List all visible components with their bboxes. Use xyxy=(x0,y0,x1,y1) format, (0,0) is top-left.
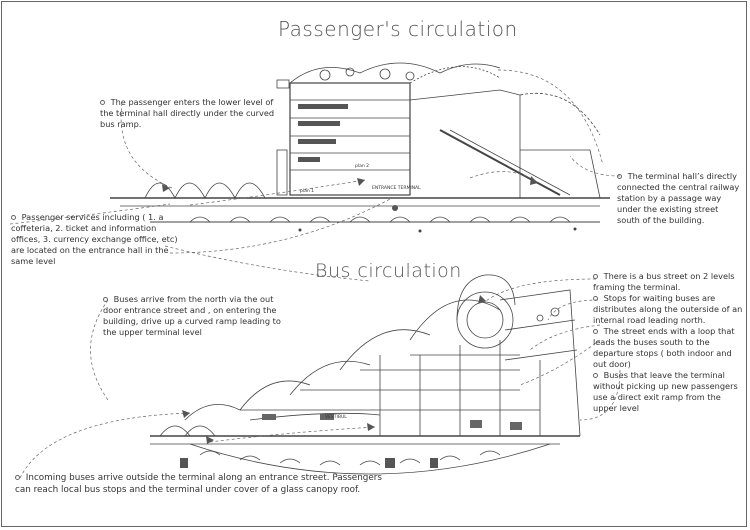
note-leave: Buses that leave the terminal without pi… xyxy=(593,370,743,414)
bullet-icon xyxy=(593,274,598,279)
passenger-section-drawing xyxy=(110,62,610,233)
note-buses-north-text: Buses arrive from the north via the out … xyxy=(103,294,281,337)
note-services-text: Passenger services including ( 1. a coff… xyxy=(11,212,178,266)
label-vestibul: VESTIBUL xyxy=(325,414,347,420)
note-lower-level: The passenger enters the lower level of … xyxy=(100,97,275,130)
note-bus-street: There is a bus street on 2 levels framin… xyxy=(593,271,743,293)
label-entrance-terminal: ENTRANCE TERMINAL xyxy=(372,185,421,191)
bullet-icon xyxy=(593,329,598,334)
bullet-icon xyxy=(11,215,16,220)
bullet-icon xyxy=(103,297,108,302)
leader-lines xyxy=(9,69,621,479)
note-lower-level-text: The passenger enters the lower level of … xyxy=(100,97,275,129)
note-bus-street-text: There is a bus street on 2 levels framin… xyxy=(593,271,735,292)
bus-circulation-title: Bus circulation xyxy=(315,260,462,282)
note-stops-text: Stops for waiting buses are distributes … xyxy=(593,293,743,325)
note-buses-north: Buses arrive from the north via the out … xyxy=(103,294,288,338)
note-incoming-text: Incoming buses arrive outside the termin… xyxy=(15,473,382,495)
bullet-icon xyxy=(15,475,20,480)
passenger-circulation-title: Passenger's circulation xyxy=(278,17,518,41)
note-railway-connection: The terminal hall’s directly connected t… xyxy=(617,171,741,226)
bullet-icon xyxy=(617,174,622,179)
bullet-icon xyxy=(100,100,105,105)
note-bus-street-group: There is a bus street on 2 levels framin… xyxy=(593,271,743,414)
note-loop-text: The street ends with a loop that leads t… xyxy=(593,326,735,369)
label-plan-1: plan 1 xyxy=(300,188,314,194)
arrowheads xyxy=(162,176,538,444)
note-incoming-buses: Incoming buses arrive outside the termin… xyxy=(15,472,395,496)
note-leave-text: Buses that leave the terminal without pi… xyxy=(593,370,738,413)
bullet-icon xyxy=(593,373,598,378)
bullet-icon xyxy=(593,296,598,301)
label-plan-2: plan 2 xyxy=(355,163,369,169)
note-railway-text: The terminal hall’s directly connected t… xyxy=(617,171,740,225)
note-stops: Stops for waiting buses are distributes … xyxy=(593,293,743,326)
bus-section-drawing xyxy=(150,274,581,475)
note-loop: The street ends with a loop that leads t… xyxy=(593,326,743,370)
note-passenger-services: Passenger services including ( 1. a coff… xyxy=(11,212,179,267)
